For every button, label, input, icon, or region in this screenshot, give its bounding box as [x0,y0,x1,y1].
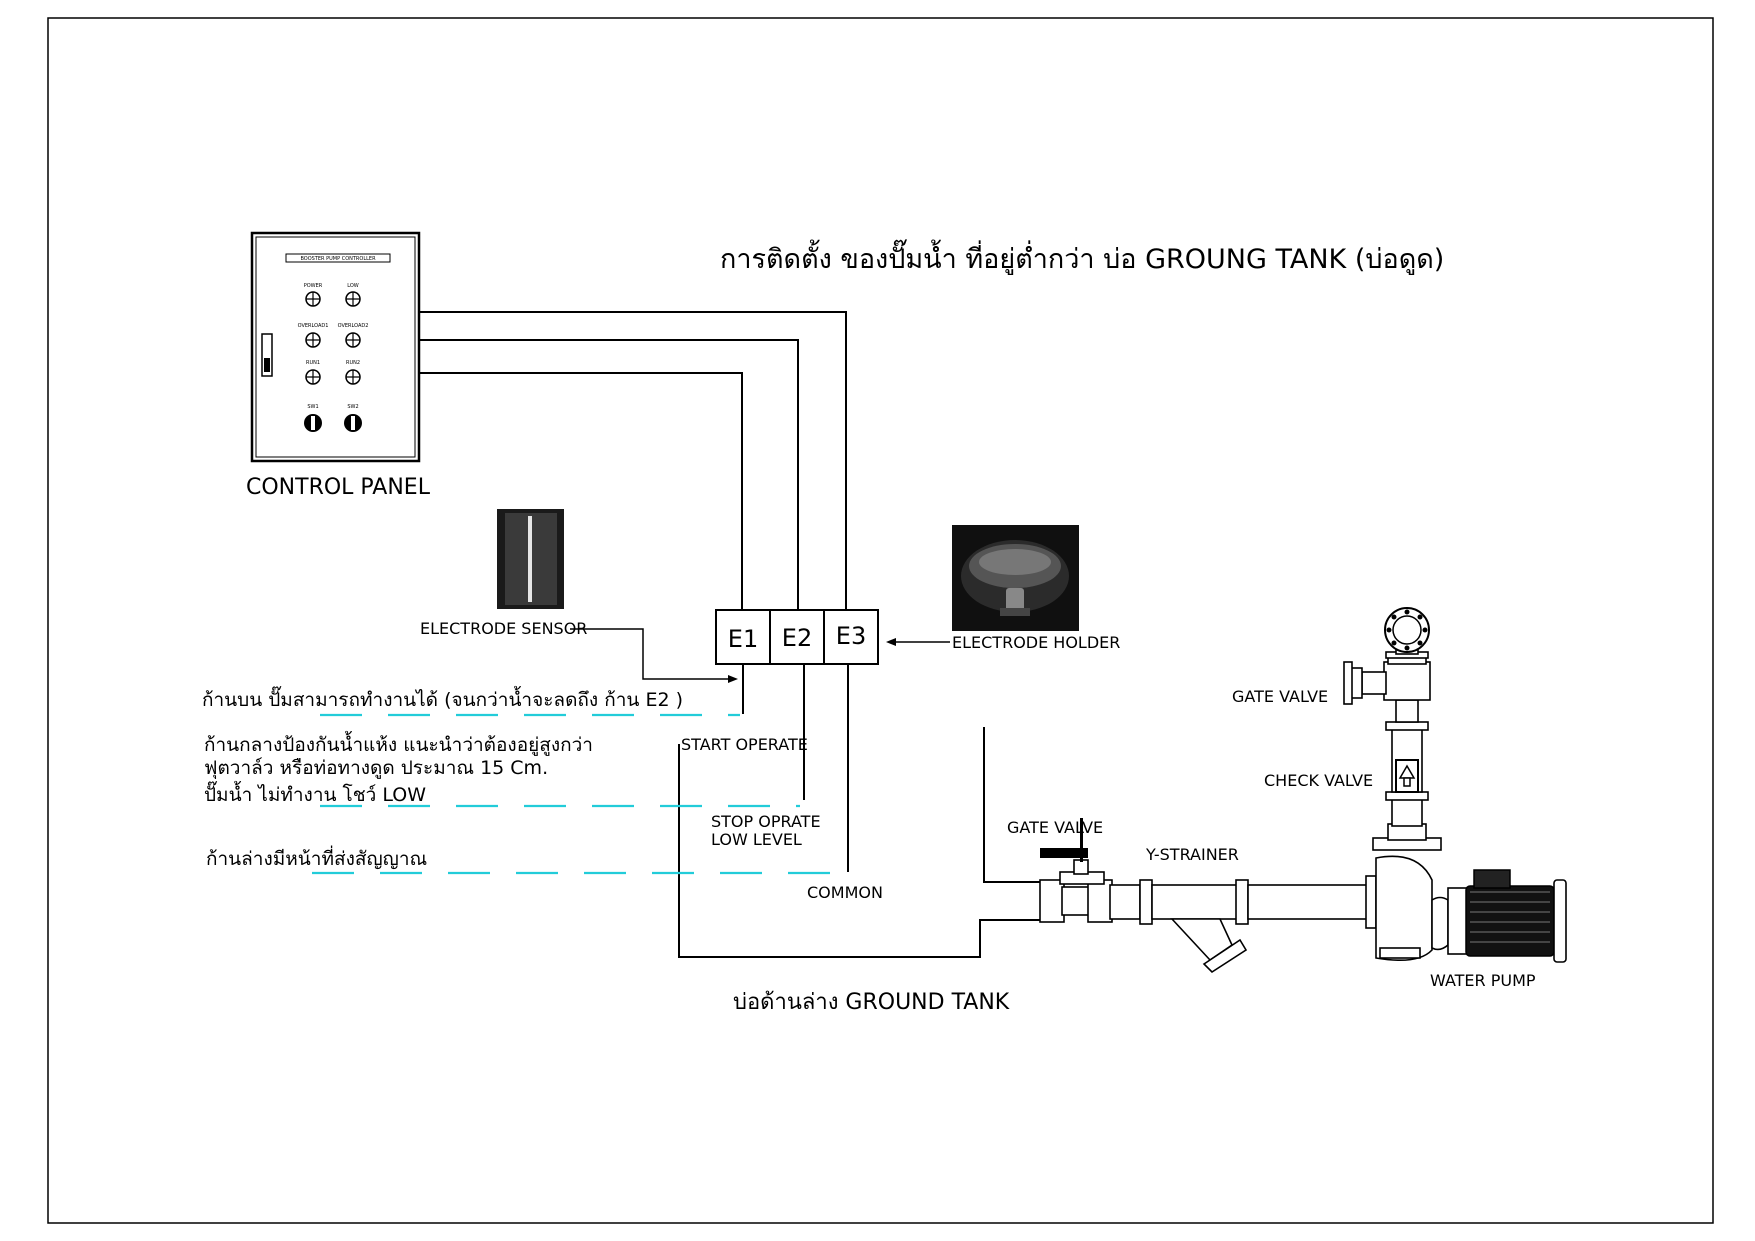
indicator-lamp: RUN2 [345,360,361,385]
note-middle-rod-2: ฟุตวาล์ว หรือท่อทางดูด ประมาณ 15 Cm. [204,757,548,780]
suction-pipe [1109,884,1141,920]
svg-text:SW1: SW1 [307,404,318,410]
start-operate-label: START OPERATE [681,735,808,754]
svg-text:LOW: LOW [347,283,359,289]
wire-e1 [419,372,743,610]
check-valve [1395,759,1419,793]
diagram-title: การติดตั้ง ของปั๊มน้ำ ที่อยู่ต่ำกว่า บ่อ… [720,239,1444,275]
drawing-border [47,17,1714,1224]
svg-text:SW2: SW2 [347,404,358,410]
note-upper-rod: ก้านบน ปั๊มสามารถทำงานได้ (จนกว่าน้ำจะลด… [202,686,683,711]
selector-switch: SW1 [304,404,322,432]
low-level-label: LOW LEVEL [711,830,802,849]
electrode-holder-label: ELECTRODE HOLDER [952,633,1120,652]
ground-tank-wall-right [983,727,1040,883]
svg-text:RUN2: RUN2 [346,360,360,366]
check-valve-label: CHECK VALVE [1264,771,1373,790]
terminal-e3: E3 [836,622,866,650]
suction-gate-valve-label: GATE VALVE [1007,818,1103,837]
indicator-lamp: POWER [304,283,323,307]
water-pump [1365,855,1567,963]
svg-text:OVERLOAD1: OVERLOAD1 [298,323,329,329]
suction-gate-valve [1039,818,1113,923]
note-middle-rod-1: ก้านกลางป้องกันน้ำแห้ง แนะนำว่าต้องอยู่ส… [204,731,593,756]
svg-text:OVERLOAD2: OVERLOAD2 [338,323,369,329]
water-pump-label: WATER PUMP [1430,971,1536,990]
holder-leader-arrow [886,638,896,646]
indicator-lamp: OVERLOAD1 [298,323,329,348]
note-lower-rod: ก้านล่างมีหน้าที่ส่งสัญญาณ [206,845,427,870]
electrode-sensor-photo [497,509,564,609]
discharge-gate-valve [1343,651,1431,705]
electrode-sensor-label: ELECTRODE SENSOR [420,619,587,638]
control-panel-label: CONTROL PANEL [246,475,431,500]
svg-text:RUN1: RUN1 [306,360,320,366]
note-middle-rod-3: ปั๊มน้ำ ไม่ทำงาน โชว์ LOW [204,781,426,806]
common-label: COMMON [807,883,883,902]
indicator-lamp: LOW [345,283,361,307]
indicator-lamp: RUN1 [305,360,321,385]
electrode-holder-photo [952,525,1079,631]
panel-header: BOOSTER PUMP CONTROLLER [300,256,376,262]
ground-tank-wall [678,744,1040,958]
indicator-lamp: OVERLOAD2 [338,323,369,348]
terminal-e2: E2 [782,624,812,652]
y-strainer [1139,879,1249,974]
wire-e2 [419,339,799,610]
discharge-gate-valve-label: GATE VALVE [1232,687,1328,706]
pump-inlet-pipe [1247,884,1369,920]
wire-e3 [419,311,847,610]
terminal-e1: E1 [728,625,758,653]
y-strainer-label: Y-STRAINER [1145,845,1239,864]
sensor-leader-arrow [728,675,738,683]
discharge-flange [1384,607,1430,655]
panel-door-handle [261,333,273,377]
panel-header-plate [285,253,391,263]
control-panel: BOOSTER PUMP CONTROLLER POWER LOW OVERLO… [250,231,421,463]
svg-text:POWER: POWER [304,283,323,289]
ground-tank-label: บ่อด้านล่าง GROUND TANK [733,990,1010,1015]
selector-switch: SW2 [344,404,362,432]
electrode-terminal-box: E1 E2 E3 [715,609,879,665]
stop-operate-label: STOP OPRATE [711,812,821,831]
sensor-leader [570,628,730,680]
